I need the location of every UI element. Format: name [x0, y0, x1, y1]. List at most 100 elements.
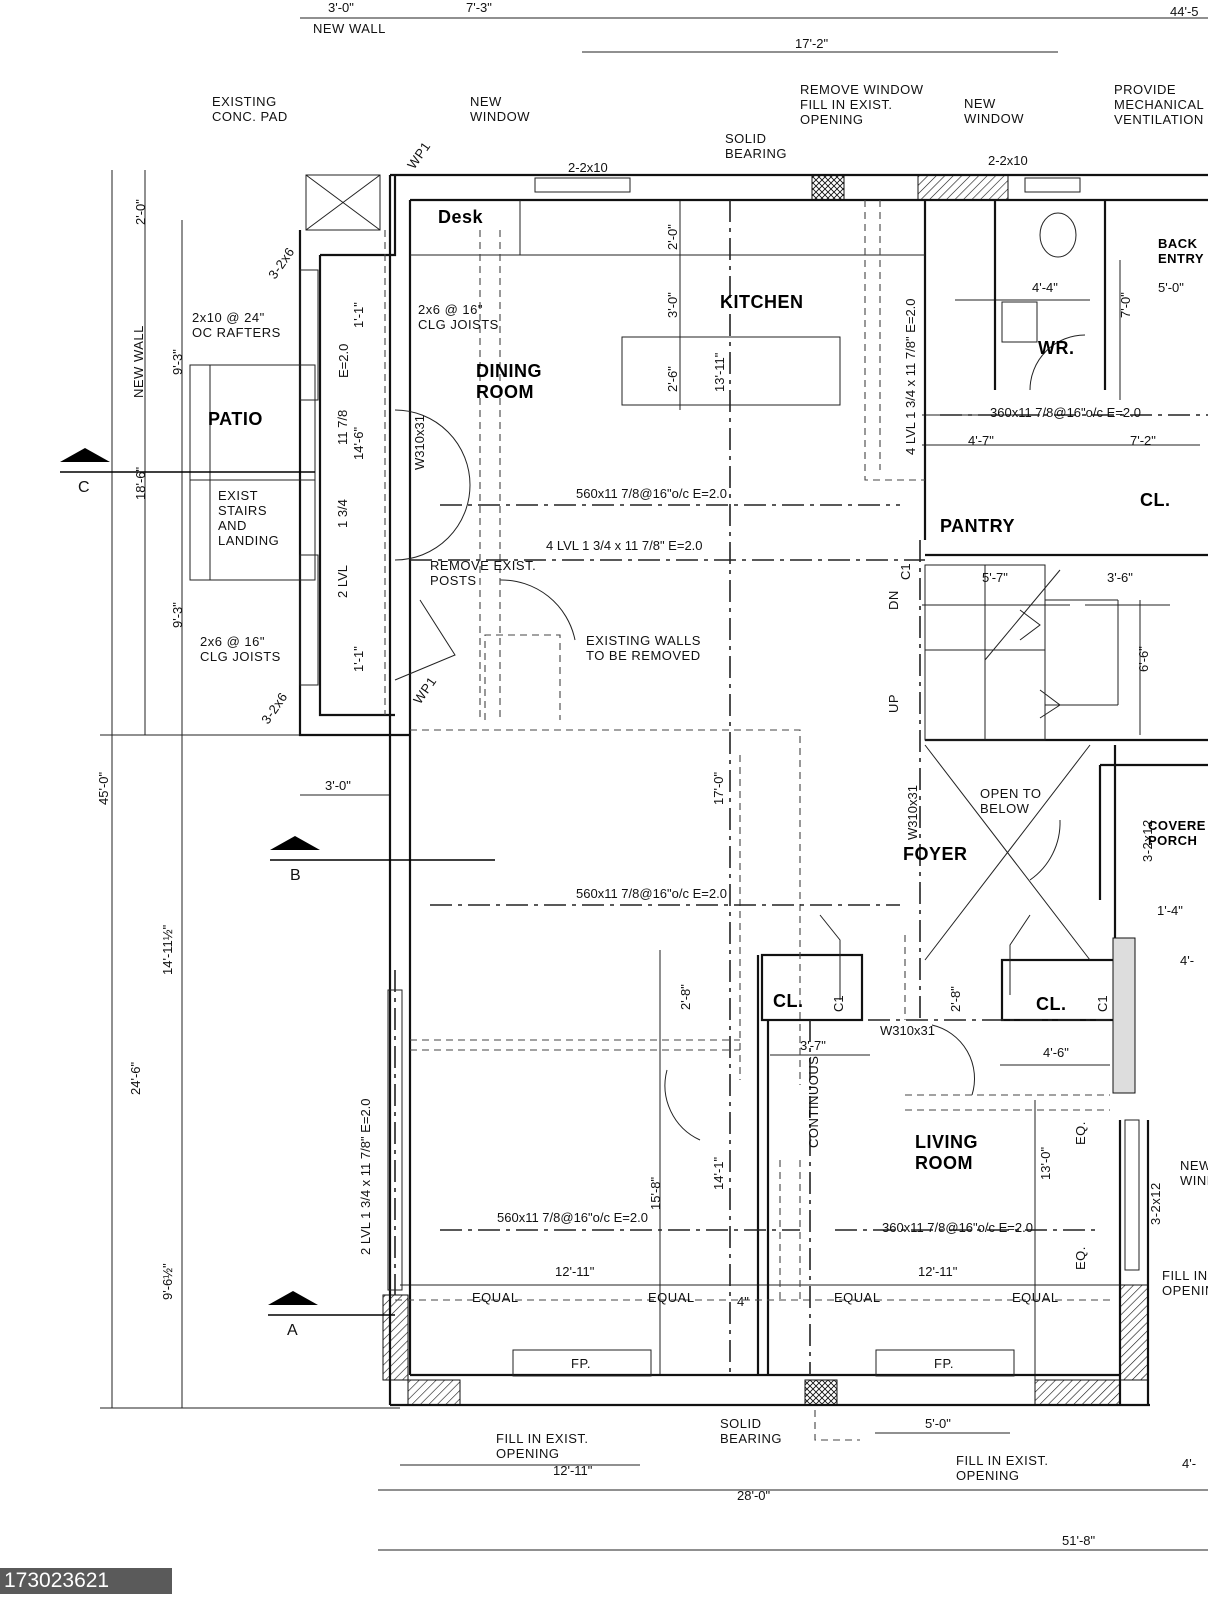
concrete-pad: [305, 174, 381, 231]
dim-2-0-left: 2'-0": [133, 199, 148, 225]
beam-560-b: 560x11 7/8@16"o/c E=2.0: [576, 886, 727, 901]
beam-lines: [394, 200, 1208, 1375]
note-fill-opening-1: FILL IN EXIST.OPENING: [496, 1431, 589, 1461]
dim-12-11-left: 12'-11": [555, 1264, 595, 1279]
dim-12-11-right: 12'-11": [918, 1264, 958, 1279]
door-swings: [394, 409, 1061, 1141]
beam-w310-b: W310x31: [905, 785, 920, 840]
dim-13-0: 13'-0": [1038, 1146, 1053, 1180]
room-closet-left: CL.: [773, 991, 804, 1011]
dim-2-8-a: 2'-8": [678, 984, 693, 1010]
note-clg-joists-1: 2x6 @ 16"CLG JOISTS: [418, 302, 499, 332]
equal-4: EQUAL: [1012, 1290, 1059, 1305]
dim-3-6: 3'-6": [1107, 570, 1133, 585]
dim-13-11: 13'-11": [712, 352, 727, 392]
section-a: A: [287, 1322, 298, 1339]
dim-1-4: 1'-4": [1157, 903, 1183, 918]
existing-walls-dashed: [384, 200, 1110, 1441]
dim-9-3-lower: 9'-3": [170, 602, 185, 628]
dim-3-0-patio: 3'-0": [325, 778, 351, 793]
dim-3-2x12-a: 3-2x12: [1140, 819, 1155, 862]
dim-4-inch: 4": [737, 1294, 749, 1309]
section-c: C: [78, 479, 90, 496]
beam-2-lvl-vertical: 2 LVL 1 3/4 x 11 7/8" E=2.0: [358, 1098, 373, 1255]
eq-lower: EQ.: [1073, 1246, 1088, 1270]
note-wp1-top: WP1: [404, 139, 433, 172]
dim-12-11-bottom: 12'-11": [553, 1463, 593, 1478]
equal-3: EQUAL: [834, 1290, 881, 1305]
dim-3-0-top: 3'-0": [328, 0, 354, 15]
stair-up: UP: [886, 694, 901, 713]
room-kitchen: KITCHEN: [720, 292, 804, 312]
dim-2-0-kitchen: 2'-0": [665, 224, 680, 250]
section-b: B: [290, 867, 301, 884]
beam-4-lvl-vertical: 4 LVL 1 3/4 x 11 7/8" E=2.0: [903, 298, 918, 455]
c1-b: C1: [831, 995, 846, 1012]
c1-a: C1: [898, 563, 913, 580]
dim-1-1-a: 1'-1": [351, 302, 366, 328]
open-to-below: [924, 744, 1091, 961]
dim-9-3-upper: 9'-3": [170, 349, 185, 375]
dim-2-6: 2'-6": [665, 366, 680, 392]
note-new-wall-side: NEW WALL: [131, 325, 146, 398]
room-closet-top: CL.: [1140, 490, 1171, 510]
dim-4-bottom-right: 4'-: [1182, 1456, 1196, 1471]
dim-3-7: 3'-7": [800, 1038, 826, 1053]
beam-w310-c: W310x31: [880, 1023, 935, 1038]
dim-4-partial: 4'-: [1180, 953, 1194, 968]
watermark-id: 173023621: [0, 1568, 172, 1594]
washroom-fixtures: [1001, 212, 1086, 391]
beam-360-top: 360x11 7/8@16"o/c E=2.0: [990, 405, 1141, 420]
room-closet-right: CL.: [1036, 994, 1067, 1014]
dim-4-7: 4'-7": [968, 433, 994, 448]
beam-e20-a: E=2.0: [336, 344, 351, 378]
dim-4-4: 4'-4": [1032, 280, 1058, 295]
dim-15-8: 15'-8": [648, 1176, 663, 1210]
dim-3-2x6-b: 3-2x6: [258, 689, 290, 726]
room-foyer: FOYER: [903, 844, 968, 864]
dim-45-0: 45'-0": [96, 771, 111, 805]
note-wp1-bottom: WP1: [410, 674, 439, 707]
windows: [299, 177, 1140, 1291]
dim-3-2x12-b: 3-2x12: [1148, 1182, 1163, 1225]
dim-7-0: 7'-0": [1118, 292, 1133, 318]
dim-9-6-half: 9'-6½": [160, 1263, 175, 1300]
room-desk: Desk: [438, 207, 484, 227]
stair-dn: DN: [886, 590, 901, 610]
room-wr: WR.: [1038, 338, 1075, 358]
room-patio: PATIO: [208, 409, 263, 429]
beam-4-lvl-horizontal: 4 LVL 1 3/4 x 11 7/8" E=2.0: [546, 538, 703, 553]
equal-1: EQUAL: [472, 1290, 519, 1305]
dim-2-2x10-b: 2-2x10: [988, 153, 1028, 168]
dim-5-0-top: 5'-0": [1158, 280, 1184, 295]
walls: [298, 173, 1208, 1407]
note-fill-opening-right: FILL INOPENIN: [1162, 1268, 1208, 1298]
dim-14-6: 14'-6": [351, 426, 366, 460]
dimension-lines: [100, 17, 1208, 1551]
dim-6-6: 6'-6": [1136, 646, 1151, 672]
equal-2: EQUAL: [648, 1290, 695, 1305]
beam-560-a: 560x11 7/8@16"o/c E=2.0: [576, 486, 727, 501]
dim-3-2x6-a: 3-2x6: [265, 244, 297, 281]
dim-4-6: 4'-6": [1043, 1045, 1069, 1060]
dim-18-6: 18'-6": [133, 466, 148, 500]
fp-right: FP.: [934, 1356, 954, 1371]
beam-560-c: 560x11 7/8@16"o/c E=2.0: [497, 1210, 648, 1225]
note-clg-joists-2: 2x6 @ 16"CLG JOISTS: [200, 634, 281, 664]
kitchen-fixtures: [410, 200, 925, 406]
beam-1-3-4: 1 3/4: [335, 499, 350, 528]
beam-360-bottom: 360x11 7/8@16"o/c E=2.0: [882, 1220, 1033, 1235]
